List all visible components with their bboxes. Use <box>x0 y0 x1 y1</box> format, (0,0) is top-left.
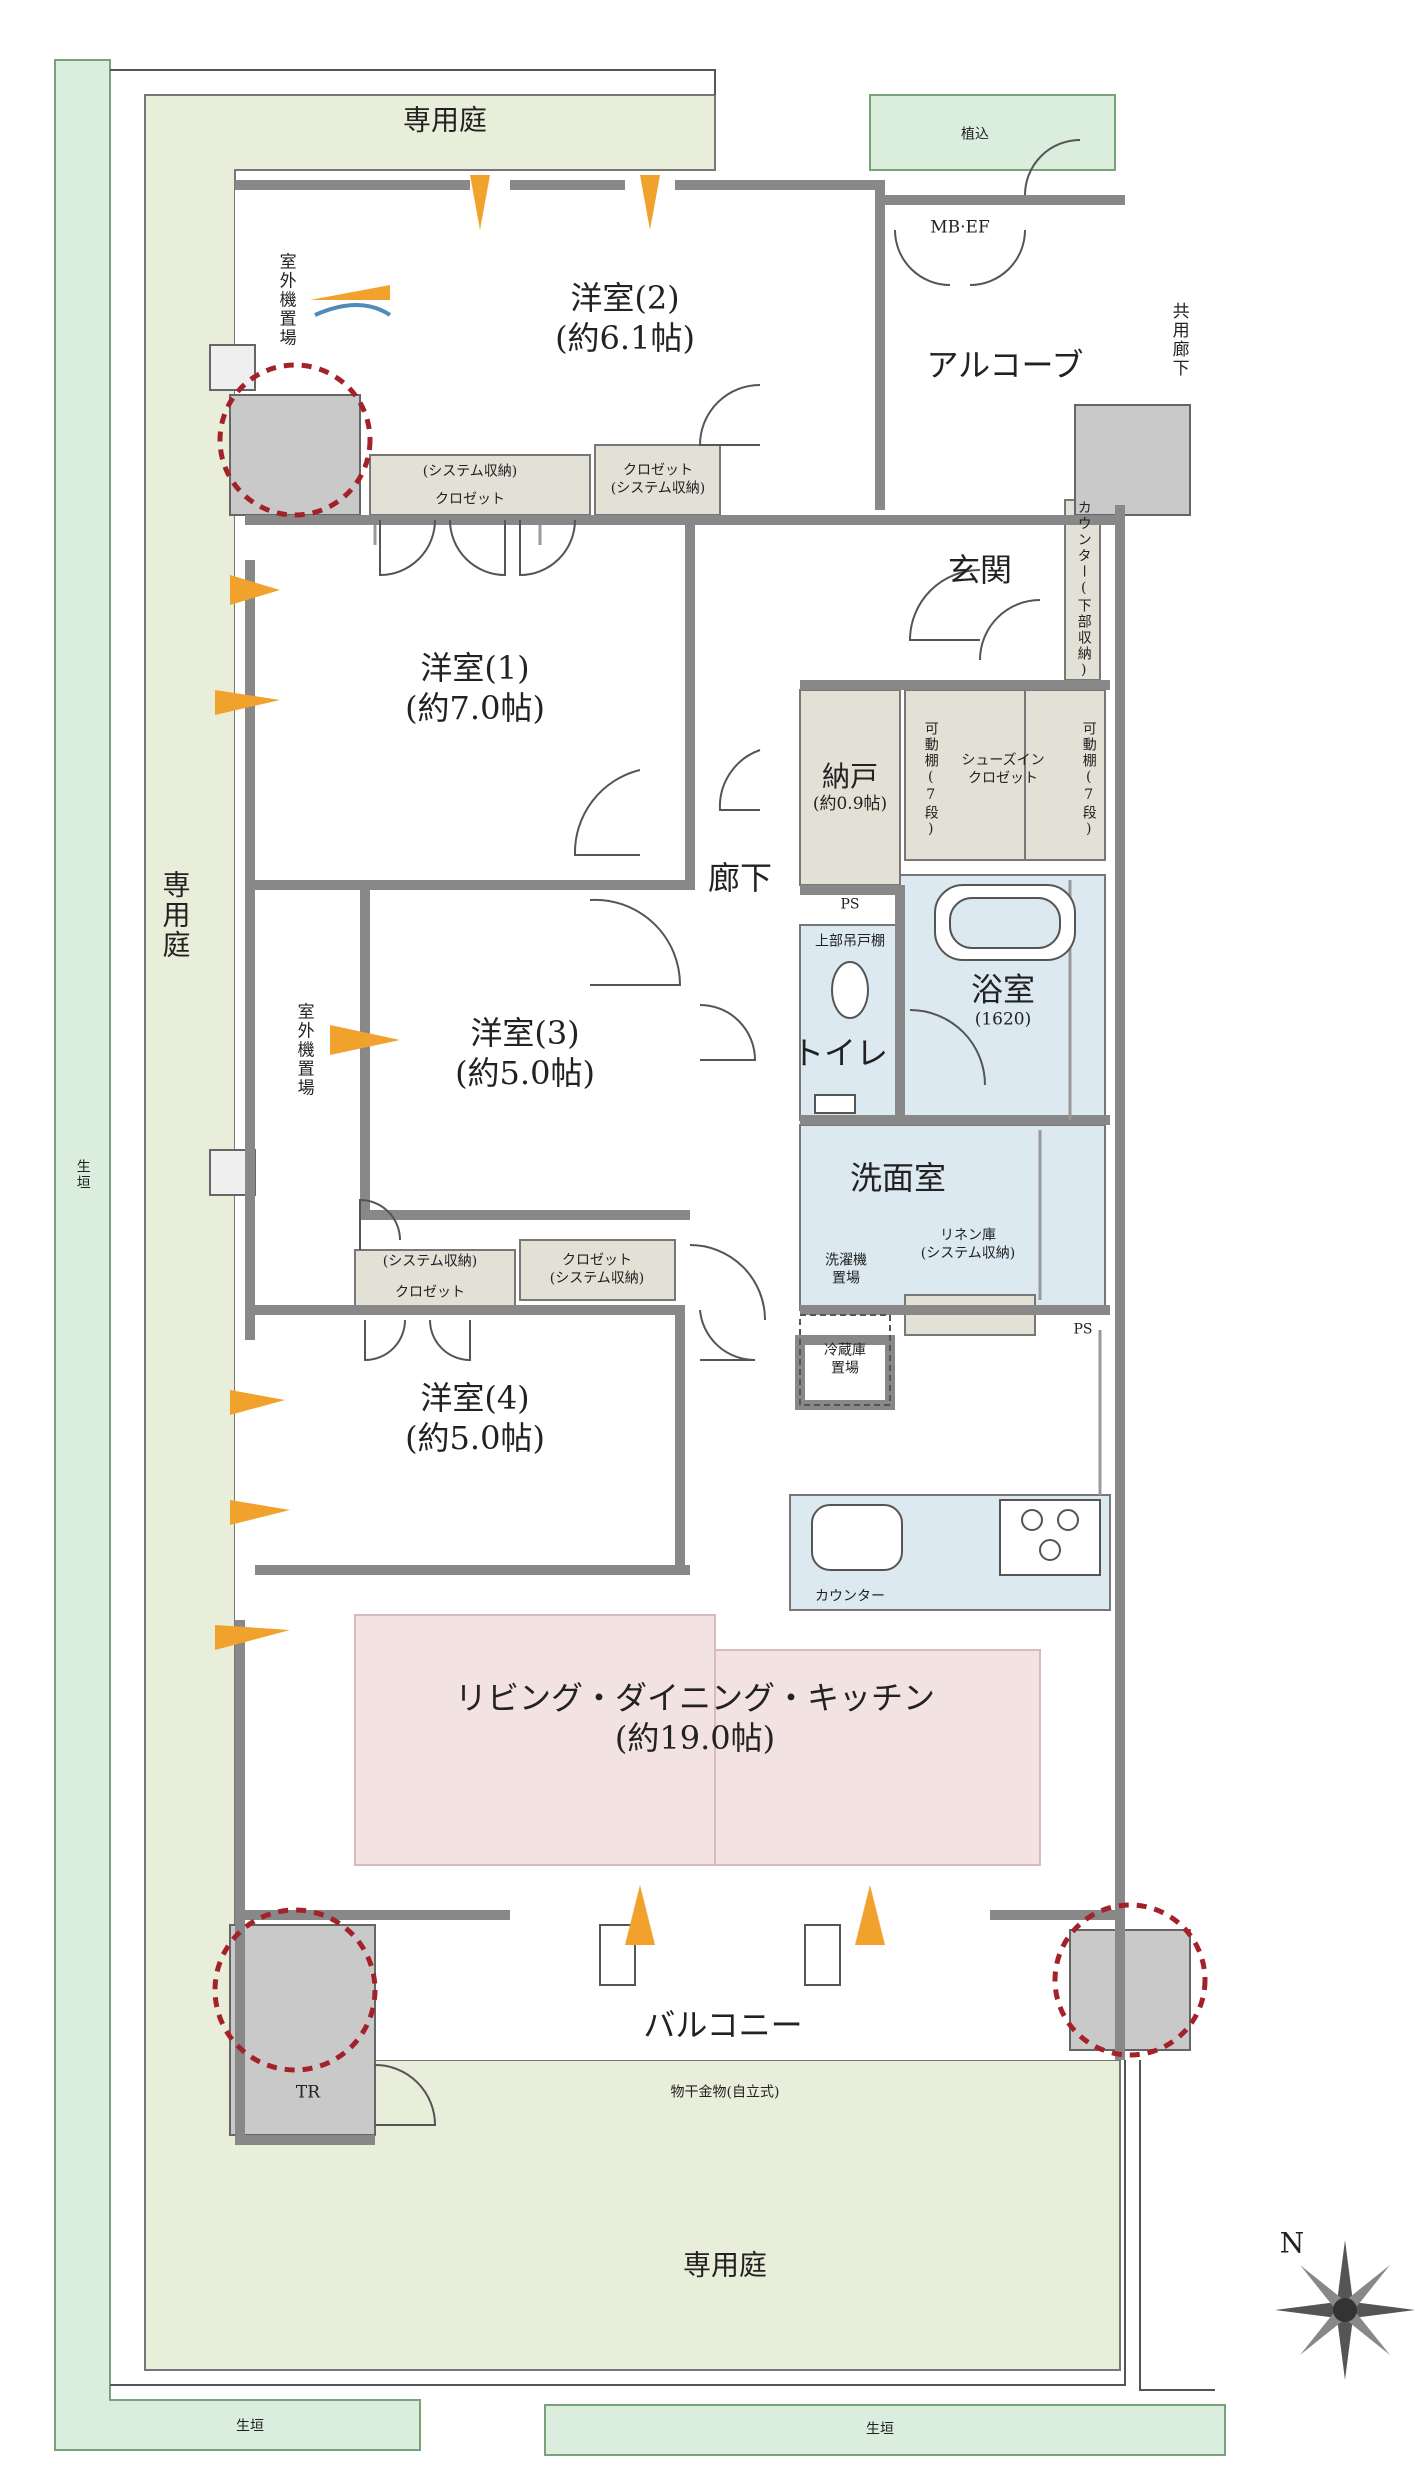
structural-columns <box>209 344 1191 2136</box>
closet-label-4: クロゼット <box>395 1284 465 1301</box>
fridge-label: 冷蔵庫 置場 <box>824 1342 866 1377</box>
shelf-left-label: 可動棚(7段) <box>922 721 939 839</box>
western2-room: 洋室(2) (約6.1帖) <box>555 278 695 358</box>
shelf-right-label: 可動棚(7段) <box>1080 721 1097 839</box>
laundry-label: 物干金物(自立式) <box>670 2084 780 2101</box>
western4-size: (約5.0帖) <box>405 1419 545 1457</box>
closet-sys-sys: (システム収納) <box>610 480 706 496</box>
tr-label: TR <box>295 2082 321 2103</box>
closets <box>354 444 1106 1336</box>
ac-unit-label-2: 室外機置場 <box>293 1002 314 1098</box>
boundary-lines <box>110 69 1215 2391</box>
western3-name: 洋室(3) <box>470 1014 580 1052</box>
walls <box>235 180 1125 2145</box>
compass-n-label: N <box>1279 2226 1305 2260</box>
doors <box>359 139 1081 2126</box>
hedge-bottom-left-label: 生垣 <box>236 2418 264 2435</box>
counter-lower-label: カウンター(下部収納) <box>1075 500 1092 680</box>
mb-ef-label: MB·EF <box>930 217 990 238</box>
garden-top-label: 専用庭 <box>402 103 488 137</box>
compass-rose <box>1275 2240 1415 2380</box>
hedge-left-label: 生垣 <box>74 1159 91 1191</box>
bath-size: (1620) <box>974 1009 1032 1030</box>
storage-room: 納戸 (約0.9帖) <box>813 759 887 815</box>
counter-label: カウンター <box>815 1588 885 1605</box>
upper-shelf-label: 上部吊戸棚 <box>815 933 885 950</box>
ac-unit-label-1: 室外機置場 <box>275 252 296 348</box>
western3-room: 洋室(3) (約5.0帖) <box>455 1013 595 1093</box>
western3-size: (約5.0帖) <box>455 1054 595 1092</box>
closet-sys-label-3: クロゼット (システム収納) <box>550 1253 645 1288</box>
western1-size: (約7.0帖) <box>405 689 545 727</box>
linen-name: リネン庫 <box>939 1227 996 1244</box>
alcove-label: アルコーブ <box>926 346 1084 384</box>
washer-label: 洗濯機 置場 <box>825 1252 867 1287</box>
balcony-label: バルコニー <box>643 2006 803 2044</box>
planting-label: 植込 <box>961 126 989 143</box>
closet-sys-closet: クロゼット <box>622 462 693 479</box>
hedge-area <box>54 59 1226 2456</box>
western4-name: 洋室(4) <box>420 1379 530 1417</box>
bath-room: 浴室 (1620) <box>971 969 1035 1030</box>
bath-name: 浴室 <box>970 970 1036 1009</box>
ldk-name: リビング・ダイニング・キッチン <box>454 1679 936 1717</box>
storage-name: 納戸 <box>821 759 878 793</box>
closet-sys-sys-3: (システム収納) <box>549 1270 645 1286</box>
western1-name: 洋室(1) <box>420 649 530 687</box>
western2-size: (約6.1帖) <box>555 319 695 357</box>
fixtures <box>599 884 1101 1986</box>
garden-bottom-label: 専用庭 <box>682 2248 768 2282</box>
washroom-label: 洗面室 <box>849 1159 947 1197</box>
common-corridor-label: 共用廊下 <box>1168 302 1189 378</box>
closet-label-2: クロゼット <box>435 491 505 508</box>
ldk-size: (約19.0帖) <box>614 1719 776 1757</box>
closet-sys-label-2: クロゼット (システム収納) <box>611 463 706 498</box>
highlight-circles <box>212 362 1208 2073</box>
ldk-room: リビング・ダイニング・キッチン (約19.0帖) <box>455 1678 935 1758</box>
western4-room: 洋室(4) (約5.0帖) <box>405 1378 545 1458</box>
sys-storage-label-4: (システム収納) <box>382 1253 478 1270</box>
ventilation-arrows <box>215 175 885 1945</box>
ps-label-2: PS <box>1073 1321 1093 1338</box>
linen-sys: (システム収納) <box>920 1245 1016 1261</box>
entrance-label: 玄関 <box>947 551 1013 589</box>
ps-label-1: PS <box>840 896 860 913</box>
western2-name: 洋室(2) <box>570 279 680 317</box>
closet-sys-closet-3: クロゼット <box>561 1252 632 1269</box>
shoes-in-closet-label: シューズイン クロゼット <box>961 752 1045 787</box>
garden-left-label: 専用庭 <box>158 870 192 960</box>
western1-room: 洋室(1) (約7.0帖) <box>405 648 545 728</box>
linen-label: リネン庫 (システム収納) <box>921 1228 1016 1263</box>
toilet-label: トイレ <box>791 1034 889 1072</box>
hedge-bottom-right-label: 生垣 <box>866 2421 894 2438</box>
ldk-rug <box>354 1614 1041 1866</box>
corridor-label: 廊下 <box>707 859 773 897</box>
sys-storage-label-2: (システム収納) <box>422 463 518 480</box>
storage-size: (約0.9帖) <box>812 793 888 814</box>
